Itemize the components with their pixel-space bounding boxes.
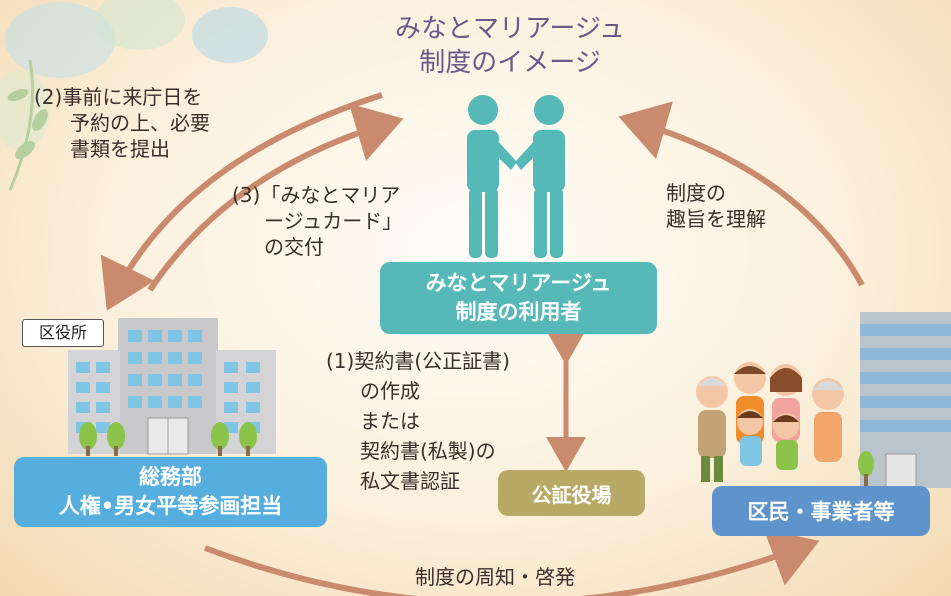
step1-line4: 契約書(私製)の	[360, 439, 496, 463]
city-hall-building-icon	[68, 318, 276, 456]
office-building-icon	[858, 312, 951, 488]
diagram-title: みなとマリアージュ 制度のイメージ	[360, 12, 660, 80]
step3-line3: の交付	[264, 235, 324, 259]
notary-office-box: 公証役場	[498, 470, 645, 516]
step3-text: (3)「みなとマリア ージュカード」 の交付	[232, 182, 402, 260]
user-box-line1: みなとマリアージュ	[425, 271, 612, 295]
step2-line1: (2)事前に来庁日を	[34, 85, 203, 109]
step1-line5: 私文書認証	[360, 469, 460, 493]
step2-text: (2)事前に来庁日を 予約の上、必要 書類を提出	[34, 84, 210, 162]
tree-icon	[79, 422, 257, 456]
arrow-user-to-office	[100, 92, 383, 311]
step1-line1: (1)契約書(公正証書)	[326, 349, 510, 373]
understand-line1: 制度の	[666, 181, 726, 205]
step3-line1: (3)「みなとマリア	[232, 183, 401, 207]
promotion-text: 制度の周知・啓発	[415, 565, 575, 589]
understand-line2: 趣旨を理解	[666, 207, 766, 231]
title-line1: みなとマリアージュ	[394, 14, 626, 44]
user-box-line2: 制度の利用者	[455, 300, 582, 324]
general-affairs-box: 総務部 人権•男女平等参画担当	[14, 457, 327, 527]
arrow-office-to-citizen	[203, 529, 820, 596]
residents-businesses-box: 区民・事業者等	[712, 486, 930, 536]
step3-line2: ージュカード」	[264, 209, 403, 233]
soumu-line1: 総務部	[139, 465, 202, 489]
step2-line3: 書類を提出	[70, 137, 170, 161]
tree-icon	[858, 451, 874, 486]
soumu-line2: 人権•男女平等参画担当	[58, 494, 283, 518]
step1-text: (1)契約書(公正証書) の作成 または 契約書(私製)の 私文書認証	[326, 346, 510, 496]
step1-line3: または	[360, 409, 420, 433]
system-user-box: みなとマリアージュ 制度の利用者	[380, 262, 657, 334]
city-office-label: 区役所	[22, 319, 104, 347]
family-group-icon	[696, 362, 844, 482]
step2-line2: 予約の上、必要	[70, 111, 210, 135]
title-line2: 制度のイメージ	[419, 48, 601, 78]
step1-line2: の作成	[360, 379, 420, 403]
understand-text: 制度の 趣旨を理解	[666, 180, 766, 232]
handshake-icon	[467, 95, 565, 258]
arrow-office-to-user	[147, 103, 404, 292]
leaf-decoration-icon	[0, 0, 268, 191]
arrow-citizen-to-user	[618, 101, 865, 287]
